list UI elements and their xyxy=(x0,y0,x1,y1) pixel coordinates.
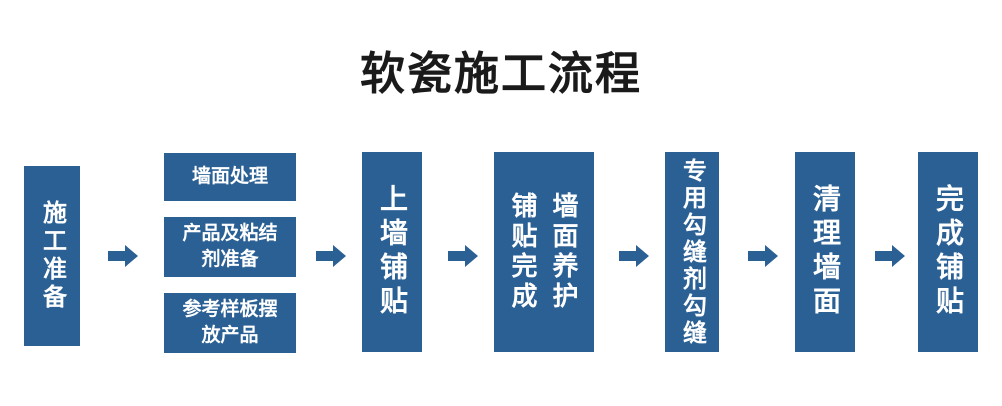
flow-node-column-label: 铺贴完成 xyxy=(508,192,538,312)
flow-node-label: 专用勾缝剂勾缝 xyxy=(678,157,706,347)
flow-node-step-4: 铺贴完成 墙面养护 xyxy=(494,152,594,352)
flow-node-column-label: 墙面养护 xyxy=(549,192,579,312)
flow-node-column-1: 铺贴完成 xyxy=(505,152,542,352)
flow-node-step-6: 清理墙面 xyxy=(795,152,855,352)
flow-node-step-3: 上墙铺贴 xyxy=(362,152,422,352)
flow-node-step-2: 墙面处理 产品及粘结剂准备 参考样板摆放产品 xyxy=(164,153,296,353)
flow-node-step-1: 施工准备 xyxy=(24,166,80,346)
page-title: 软瓷施工流程 xyxy=(359,48,642,99)
flow-node-columns: 铺贴完成 墙面养护 xyxy=(505,152,583,352)
flow-subnode-label: 墙面处理 xyxy=(191,166,268,187)
flow-subnode-1: 墙面处理 xyxy=(164,153,296,201)
flow-node-label: 施工准备 xyxy=(38,200,66,312)
flow-arrow-1 xyxy=(108,245,138,267)
flow-arrow-3 xyxy=(448,245,478,267)
flow-arrow-4 xyxy=(619,245,649,267)
flow-subnode-label: 产品及粘结剂准备 xyxy=(182,223,278,270)
flow-diagram: 施工准备 墙面处理 产品及粘结剂准备 参考样板摆放产品 上墙铺贴 xyxy=(0,140,1002,353)
flow-node-label: 上墙铺贴 xyxy=(377,184,408,320)
flow-node-column-2: 墙面养护 xyxy=(546,152,583,352)
flow-arrow-6 xyxy=(875,245,905,267)
flow-node-label: 完成铺贴 xyxy=(933,184,964,320)
flow-node-label: 清理墙面 xyxy=(810,184,841,320)
flow-arrow-2 xyxy=(316,245,346,267)
flow-node-step-5: 专用勾缝剂勾缝 xyxy=(665,152,719,352)
flow-arrow-5 xyxy=(748,245,778,267)
flow-subnode-label: 参考样板摆放产品 xyxy=(182,299,278,346)
flow-node-step-7: 完成铺贴 xyxy=(918,152,978,352)
flow-subnode-3: 参考样板摆放产品 xyxy=(164,293,296,353)
flow-subnode-2: 产品及粘结剂准备 xyxy=(164,217,296,277)
